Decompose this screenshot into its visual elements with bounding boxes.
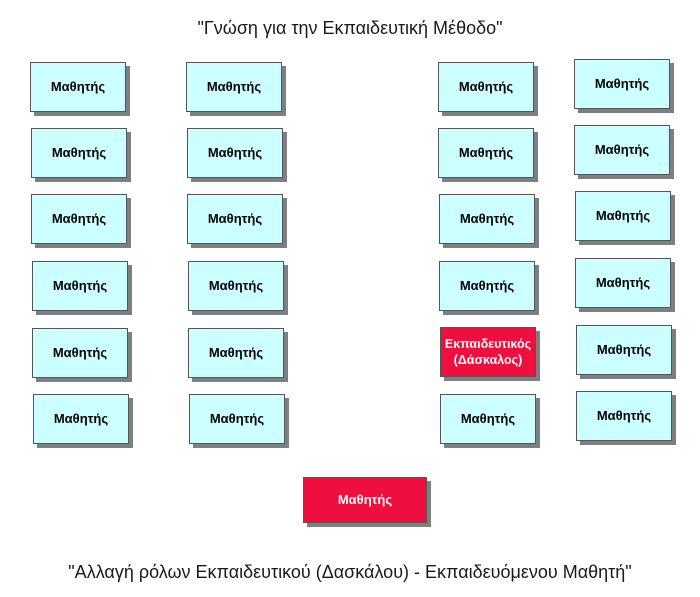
student-box: Μαθητής — [574, 125, 670, 175]
student-box: Μαθητής — [439, 194, 535, 244]
student-box: Μαθητής — [189, 394, 285, 444]
student-box: Μαθητής — [30, 62, 126, 112]
student-box: Μαθητής — [574, 59, 670, 109]
student-box: Μαθητής — [188, 261, 284, 311]
student-box: Μαθητής — [32, 261, 128, 311]
student-center-box: Μαθητής — [303, 477, 427, 523]
student-box: Μαθητής — [188, 328, 284, 378]
student-box: Μαθητής — [31, 194, 127, 244]
diagram-title: "Γνώση για την Εκπαιδευτική Μέθοδο" — [197, 18, 503, 38]
teacher-box: Εκπαιδευτικός (Δάσκαλος) — [440, 327, 536, 377]
student-box: Μαθητής — [33, 394, 129, 444]
student-box: Μαθητής — [186, 62, 282, 112]
student-box: Μαθητής — [31, 128, 127, 178]
student-box: Μαθητής — [439, 261, 535, 311]
student-box: Μαθητής — [576, 391, 672, 441]
student-box: Μαθητής — [575, 258, 671, 308]
student-box: Μαθητής — [187, 128, 283, 178]
student-box: Μαθητής — [440, 394, 536, 444]
student-box: Μαθητής — [32, 328, 128, 378]
student-box: Μαθητής — [438, 62, 534, 112]
student-box: Μαθητής — [187, 194, 283, 244]
student-box: Μαθητής — [576, 325, 672, 375]
student-box: Μαθητής — [438, 128, 534, 178]
diagram-caption: "Αλλαγή ρόλων Εκπαιδευτικού (Δασκάλου) -… — [68, 562, 632, 582]
student-box: Μαθητής — [575, 191, 671, 241]
